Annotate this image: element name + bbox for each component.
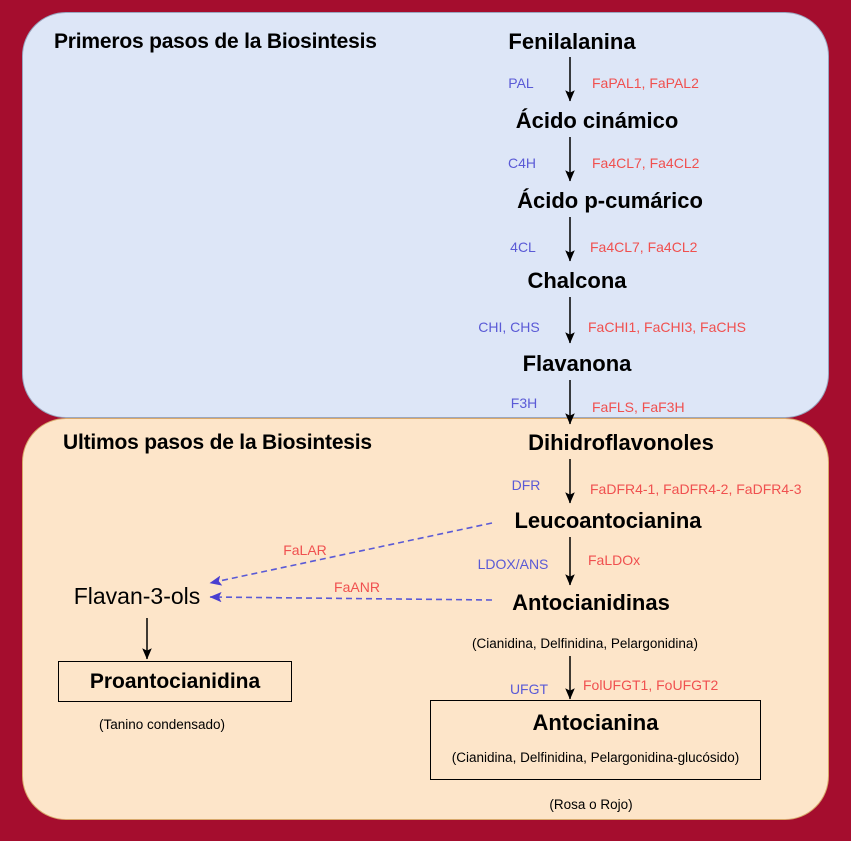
antocianina-subtitle: (Cianidina, Delfinidina, Pelargonidina-g… — [451, 750, 740, 765]
compound-fenilalanina: Fenilalanina — [508, 29, 636, 54]
proantocianidina-label: Proantocianidina — [89, 669, 261, 693]
enzyme-chi-chs: CHI, CHS — [478, 319, 540, 335]
late-panel-title: Ultimos pasos de la Biosintesis — [63, 431, 372, 454]
compound-flavan-3-ols: Flavan-3-ols — [73, 583, 201, 609]
enzyme-4cl: 4CL — [510, 239, 536, 255]
enzyme-c4h: C4H — [507, 155, 537, 171]
early-panel-title: Primeros pasos de la Biosintesis — [54, 30, 377, 53]
compound-leucoantocianina: Leucoantocianina — [514, 508, 702, 533]
color-note: (Rosa o Rojo) — [549, 797, 633, 812]
genes-c4h: Fa4CL7, Fa4CL2 — [592, 155, 700, 171]
label-falar: FaLAR — [283, 542, 327, 558]
panel-early-biosynthesis — [22, 12, 829, 418]
genes-dfr: FaDFR4-1, FaDFR4-2, FaDFR4-3 — [590, 481, 802, 497]
compound-flavanona: Flavanona — [522, 351, 632, 376]
label-faanr: FaANR — [334, 579, 380, 595]
genes-chi-chs: FaCHI1, FaCHI3, FaCHS — [588, 319, 746, 335]
enzyme-pal: PAL — [508, 75, 534, 91]
compound-acido-p-cumarico: Ácido p-cumárico — [517, 188, 703, 213]
antocianina-label: Antocianina — [532, 710, 659, 735]
genes-f3h: FaFLS, FaF3H — [592, 399, 685, 415]
genes-ldox-ans: FaLDOx — [588, 552, 641, 568]
genes-4cl: Fa4CL7, Fa4CL2 — [590, 239, 698, 255]
panel-late-biosynthesis — [22, 418, 829, 820]
compound-dihidroflavonoles: Dihidroflavonoles — [528, 430, 714, 455]
compound-chalcona: Chalcona — [527, 268, 627, 293]
enzyme-f3h: F3H — [510, 395, 538, 411]
box-antocianina: Antocianina (Cianidina, Delfinidina, Pel… — [430, 700, 761, 780]
enzyme-ufgt: UFGT — [509, 681, 549, 697]
antocianidinas-subtitle: (Cianidina, Delfinidina, Pelargonidina) — [472, 636, 698, 651]
box-proantocianidina: Proantocianidina — [58, 661, 292, 702]
genes-pal: FaPAL1, FaPAL2 — [592, 75, 699, 91]
enzyme-dfr: DFR — [511, 477, 541, 493]
enzyme-ldox-ans: LDOX/ANS — [477, 556, 549, 572]
compound-antocianidinas: Antocianidinas — [512, 590, 670, 615]
compound-acido-cinamico: Ácido cinámico — [515, 108, 679, 133]
genes-ufgt: FolUFGT1, FoUFGT2 — [583, 677, 719, 693]
proantocianidina-subtitle: (Tanino condensado) — [98, 717, 226, 732]
